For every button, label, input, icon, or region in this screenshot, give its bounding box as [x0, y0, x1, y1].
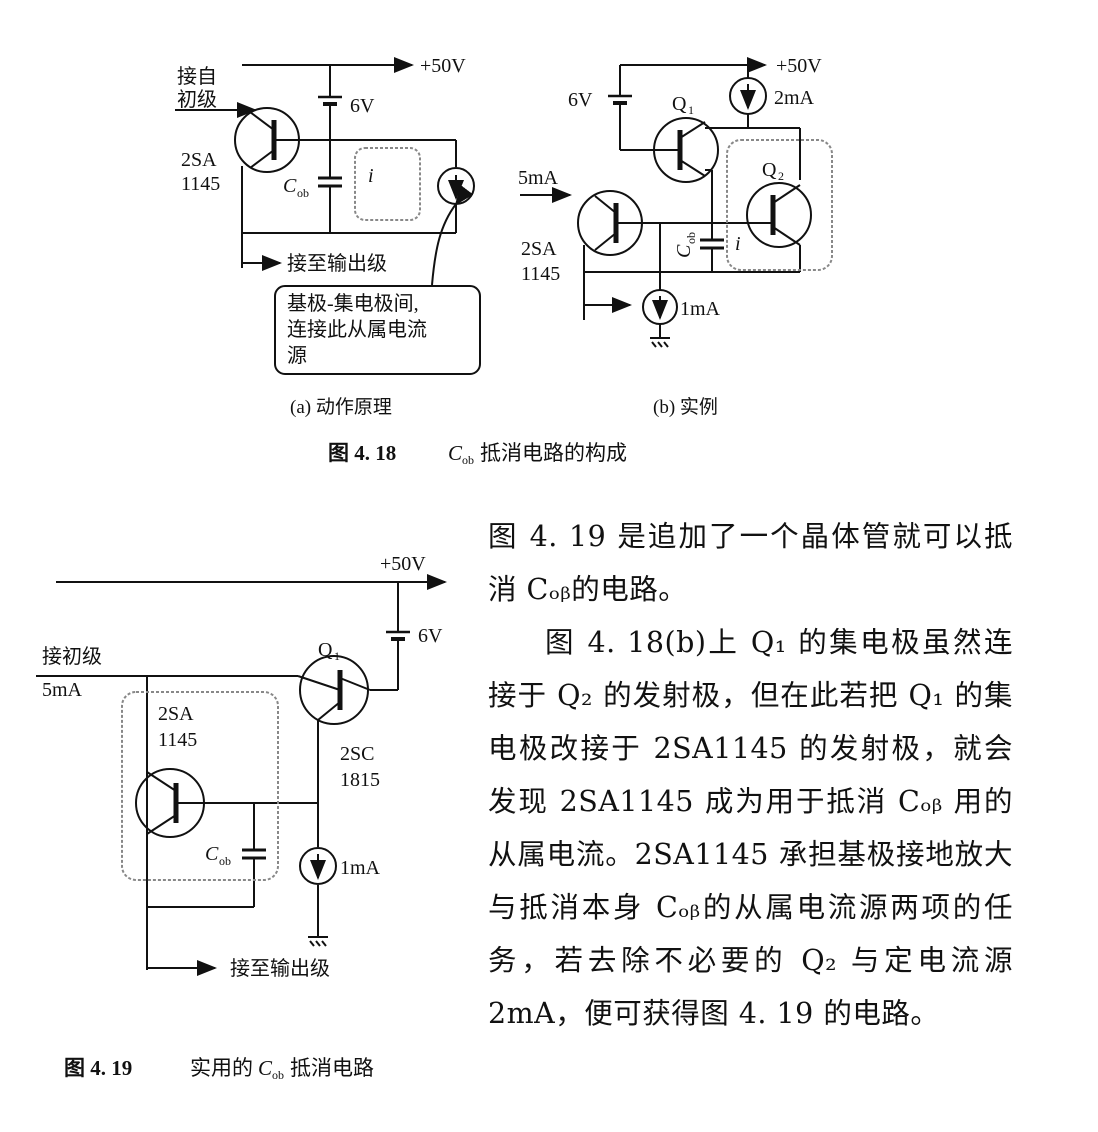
cap-sub-b: ob: [684, 232, 698, 244]
transistor-q2-b: [746, 182, 812, 248]
battery-label-fig419: 6V: [418, 625, 443, 647]
current-source-2mA-b: [729, 77, 767, 115]
cap-sub-a: ob: [297, 186, 309, 200]
callout-box-a: [274, 285, 481, 375]
current-1mA-label-b: 1mA: [680, 298, 721, 320]
figure-4-19-title: 图 4. 19 实用的 C ob 抵消电路: [64, 1056, 374, 1082]
input-current-fig419: 5mA: [42, 679, 83, 701]
transistor-2sa1145-b: [577, 190, 643, 256]
input-label-fig419: 接初级: [42, 645, 102, 668]
current-loop-fig419: [121, 691, 279, 881]
transistor-label-a-line2: 1145: [181, 173, 220, 195]
caption-b: (b) 实例: [653, 396, 718, 418]
fig419-title-pre: 实用的: [190, 1056, 253, 1080]
current-label-a: i: [368, 165, 374, 187]
caption-a: (a) 动作原理: [290, 396, 392, 418]
current-2mA-label-b: 2mA: [774, 87, 815, 109]
figure-4-19-circuit: [36, 574, 447, 976]
cap-sub-fig419: ob: [219, 854, 231, 868]
current-loop-b: [726, 139, 833, 271]
input-label-a-line1: 接自: [177, 65, 217, 88]
battery-label-a: 6V: [350, 95, 375, 117]
figure-4-18-title: 图 4. 18 C ob 抵消电路的构成: [328, 441, 627, 467]
transistor-label-b-line2: 1145: [521, 263, 560, 285]
callout-line1: 基极-集电极间,: [287, 292, 419, 315]
callout-line2: 连接此从属电流: [287, 318, 427, 341]
transistor1-label-line2: 1145: [158, 729, 197, 751]
paragraph-2: 图 4. 18(b)上 Q₁ 的集电极虽然连接于 Q₂ 的发射极，但在此若把 Q…: [488, 626, 1013, 1030]
current-loop-a: [354, 147, 421, 221]
figure-4-18a-circuit: [175, 57, 474, 286]
fig418-title-sub: ob: [462, 453, 474, 467]
output-label-a: 接至输出级: [287, 252, 387, 275]
transistor-q1-b: [653, 117, 719, 183]
transistor2-label-line1: 2SC: [340, 743, 374, 765]
cap-label-b: C: [673, 244, 695, 258]
q1-sub-fig419: 1: [334, 649, 340, 663]
supply-label-a: +50V: [420, 55, 466, 77]
transistor-label-b-line1: 2SA: [521, 238, 557, 260]
current-1mA-label-fig419: 1mA: [340, 857, 381, 879]
fig419-title-c: C: [258, 1056, 273, 1080]
cap-label-a: C: [283, 175, 297, 197]
transistor-2sc1815-q1: [297, 655, 371, 725]
q1-label-fig419: Q: [318, 639, 333, 661]
paragraph-1: 图 4. 19 是追加了一个晶体管就可以抵消 Cₒᵦ的电路。: [488, 520, 1013, 606]
fig419-title-text: 抵消电路: [290, 1056, 374, 1080]
transistor2-label-line2: 1815: [340, 769, 380, 791]
figure-4-18a-labels: +50V 6V 接自 初级 2SA 1145 C ob i 接至输出级 基极-集…: [177, 55, 466, 418]
fig418-title-c: C: [448, 441, 463, 465]
callout-line3: 源: [287, 344, 307, 367]
q1-sub-b: 1: [688, 103, 694, 117]
q1-label-b: Q: [672, 93, 687, 115]
cap-label-fig419: C: [205, 843, 219, 865]
current-label-b: i: [735, 233, 741, 255]
body-text: 图 4. 19 是追加了一个晶体管就可以抵消 Cₒᵦ的电路。 图 4. 18(b…: [488, 510, 1013, 1040]
battery-label-b: 6V: [568, 89, 593, 111]
q2-label-b: Q: [762, 159, 777, 181]
transistor-2sa1145-a: [234, 107, 300, 173]
current-source-1mA-fig419: [299, 847, 337, 885]
current-source-a: [437, 167, 475, 205]
figure-4-19-labels: +50V 6V Q 1 接初级 5mA 2SA 1145 2SC 1815 C …: [42, 553, 443, 980]
transistor-label-a-line1: 2SA: [181, 149, 217, 171]
input-current-b: 5mA: [518, 167, 559, 189]
fig418-title-number: 图 4. 18: [328, 441, 396, 465]
supply-label-fig419: +50V: [380, 553, 426, 575]
current-source-1mA-b: [642, 289, 678, 325]
fig418-title-text: 抵消电路的构成: [480, 441, 627, 465]
supply-label-b: +50V: [776, 55, 822, 77]
fig419-title-sub: ob: [272, 1068, 284, 1082]
figure-4-18b-labels: +50V 6V 2mA Q 1 Q 2 5mA 2SA 1145 C ob i …: [518, 55, 822, 418]
fig419-title-number: 图 4. 19: [64, 1056, 132, 1080]
input-label-a-line2: 初级: [177, 88, 217, 111]
transistor1-label-line1: 2SA: [158, 703, 194, 725]
transistor-2sa1145-fig419: [135, 768, 205, 838]
q2-sub-b: 2: [778, 169, 784, 183]
output-label-fig419: 接至输出级: [230, 957, 330, 980]
figure-4-18b-circuit: [520, 57, 801, 348]
